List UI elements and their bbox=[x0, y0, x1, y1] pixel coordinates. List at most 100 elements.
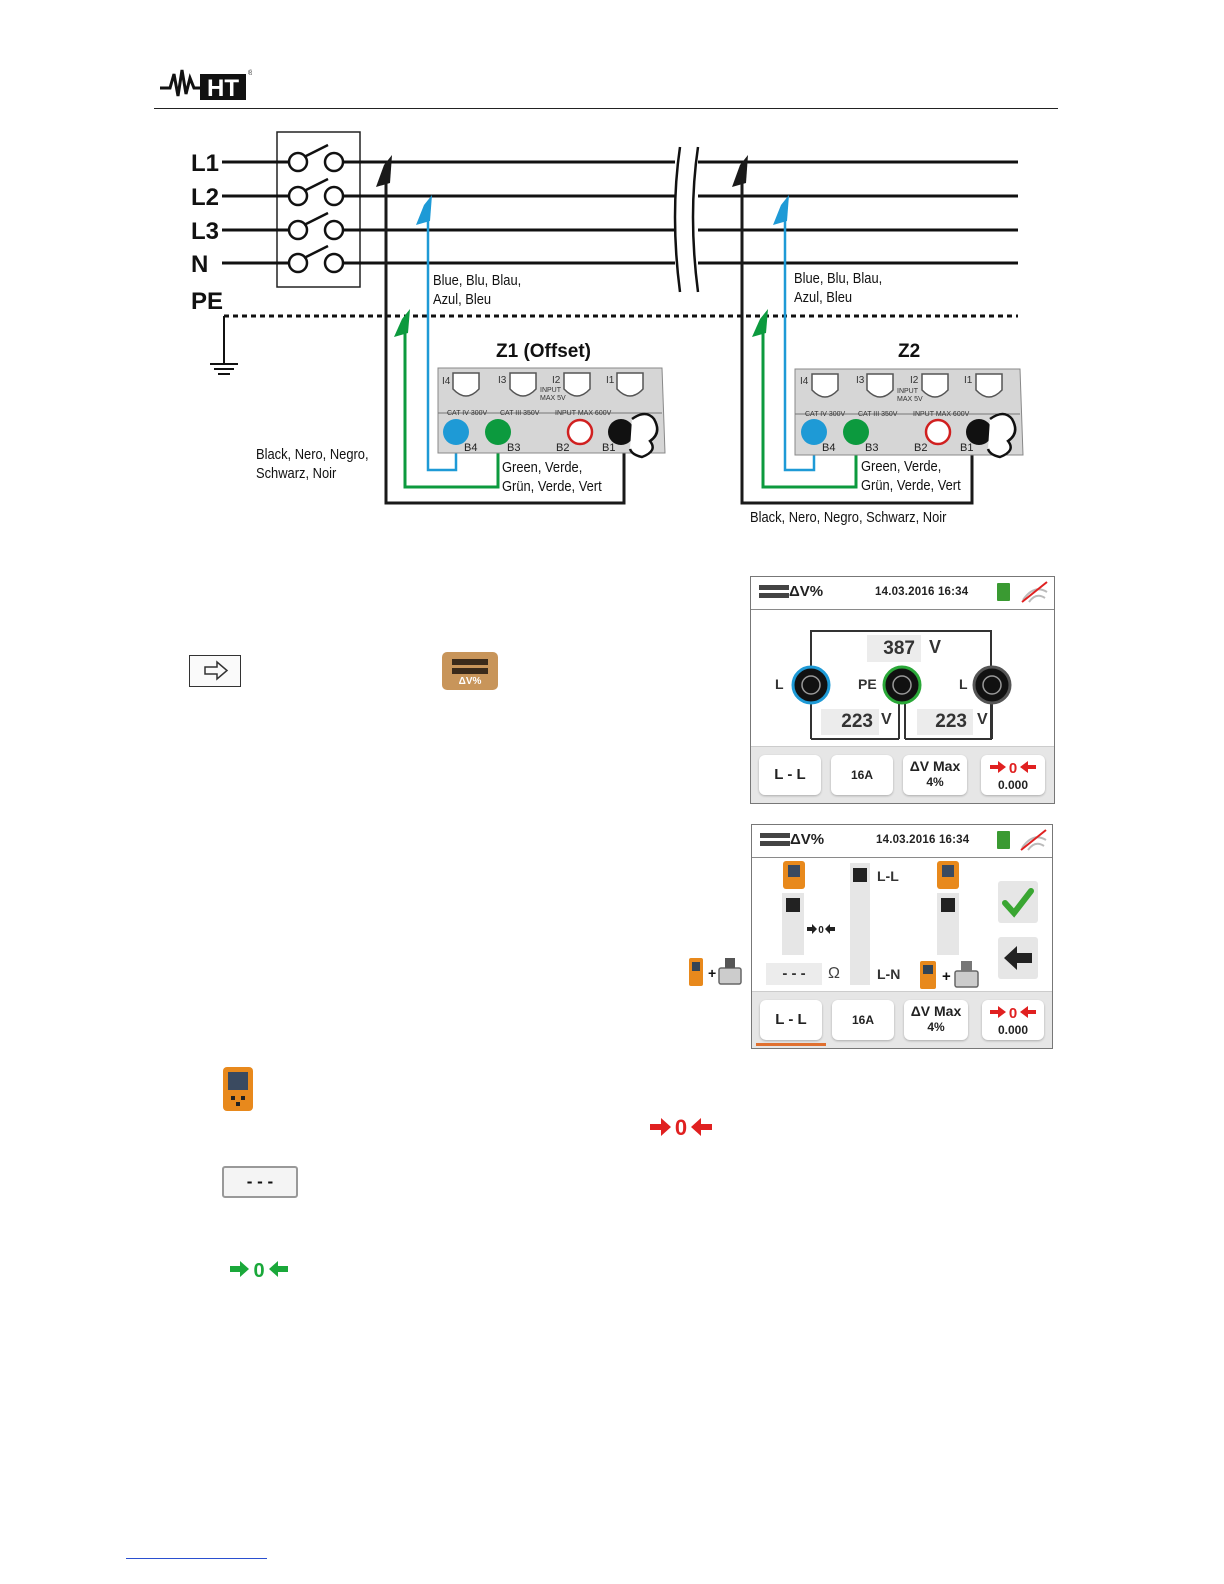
input-label: I1 bbox=[606, 375, 615, 386]
input-label: I3 bbox=[498, 375, 507, 386]
zero-offset-button[interactable]: 0 0.000 bbox=[982, 1000, 1044, 1040]
zero-offset-red-icon: 0 bbox=[990, 1005, 1036, 1022]
mode-button[interactable]: L - L bbox=[760, 1000, 822, 1040]
wifi-off-icon bbox=[1021, 581, 1048, 603]
input-label: I2 bbox=[910, 375, 919, 386]
ht-logo: HT ® bbox=[160, 69, 252, 102]
terminal-label-pe: PE bbox=[858, 676, 877, 692]
cat-label: CAT IV 300V bbox=[805, 411, 846, 418]
arrow-right-icon bbox=[204, 660, 229, 681]
meter-screen-2: ΔV% 14.03.2016 16:34 0 L-L L-N + - - - bbox=[751, 824, 1053, 1049]
wifi-off-icon bbox=[1020, 829, 1047, 851]
svg-text:0: 0 bbox=[1009, 760, 1017, 775]
svg-text:®: ® bbox=[248, 69, 252, 77]
zero-offset-red-icon: 0 bbox=[990, 760, 1036, 777]
svg-text:0: 0 bbox=[818, 925, 824, 935]
screen-datetime: 14.03.2016 16:34 bbox=[876, 834, 970, 846]
terminal-label: B1 bbox=[960, 442, 974, 454]
terminal-label: B4 bbox=[822, 442, 836, 454]
zero-offset-button[interactable]: 0 0.000 bbox=[981, 755, 1045, 795]
meter-icon bbox=[937, 861, 959, 889]
green-wire-label-z1: Green, Verde,Grün, Verde, Vert bbox=[502, 459, 602, 495]
ln-right-voltage-value: 223 bbox=[917, 709, 973, 735]
checkmark-icon bbox=[1002, 888, 1034, 918]
terminal-label: B1 bbox=[602, 442, 616, 454]
zero-offset-small-icon: 0 bbox=[807, 924, 835, 935]
terminal-label: B4 bbox=[464, 442, 478, 454]
ohm-unit: Ω bbox=[828, 965, 840, 982]
mode-selected-indicator bbox=[756, 1043, 826, 1046]
offset-value: 0.000 bbox=[997, 778, 1029, 792]
screen-header: ΔV% 14.03.2016 16:34 bbox=[752, 825, 1052, 858]
center-marker bbox=[853, 868, 867, 882]
black-wire-label-z1: Black, Nero, Negro,Schwarz, Noir bbox=[256, 446, 369, 482]
blue-wire-label-z2: Blue, Blu, Blau,Azul, Bleu bbox=[794, 270, 883, 306]
terminal-label-l: L bbox=[775, 676, 784, 692]
current-button[interactable]: 16A bbox=[831, 755, 893, 795]
dv-icon-label: ΔV% bbox=[458, 676, 482, 687]
back-button[interactable] bbox=[998, 937, 1038, 979]
input-label: I4 bbox=[442, 376, 451, 387]
cat-label: CAT III 350V bbox=[858, 411, 898, 418]
line-label-l1: L1 bbox=[191, 150, 220, 177]
input-label: I3 bbox=[856, 375, 865, 386]
dv-icon bbox=[760, 833, 790, 838]
zone2-label: Z2 bbox=[898, 341, 921, 362]
screen-title: ΔV% bbox=[789, 583, 824, 600]
back-arrow-icon bbox=[1004, 946, 1032, 970]
svg-text:0: 0 bbox=[1009, 1005, 1017, 1020]
blue-wire-label-z1: Blue, Blu, Blau,Azul, Bleu bbox=[433, 272, 522, 308]
confirm-button[interactable] bbox=[998, 881, 1038, 923]
zone1-label: Z1 (Offset) bbox=[496, 341, 591, 362]
ln-left-voltage-value: 223 bbox=[821, 709, 879, 735]
ll-voltage-unit: V bbox=[929, 637, 942, 657]
meter-screen-1: ΔV% 14.03.2016 16:34 387 V L PE L 223 V … bbox=[750, 576, 1055, 804]
label-ln: L-N bbox=[877, 966, 901, 982]
ln-right-voltage-unit: V bbox=[977, 711, 988, 728]
offset-resistance-value: - - - bbox=[766, 963, 822, 985]
slider-marker bbox=[941, 898, 955, 912]
svg-text:0: 0 bbox=[253, 1260, 264, 1279]
terminal-label: B3 bbox=[507, 442, 521, 454]
line-label-l2: L2 bbox=[191, 184, 220, 211]
mode-button[interactable]: L - L bbox=[759, 755, 821, 795]
cat-label: INPUT MAX 600V bbox=[555, 410, 612, 417]
svg-text:+: + bbox=[708, 965, 716, 981]
offset-value: 0.000 bbox=[997, 1023, 1029, 1037]
svg-text:0: 0 bbox=[675, 1116, 687, 1138]
ll-voltage-value: 387 bbox=[867, 635, 921, 662]
breaker-box bbox=[276, 131, 361, 288]
no-value-dashes-box: - - - bbox=[222, 1166, 298, 1198]
battery-icon bbox=[997, 583, 1010, 601]
meter-plus-adapter-icon: + bbox=[920, 961, 979, 989]
input-label: I1 bbox=[964, 375, 973, 386]
green-wire-label-z2: Green, Verde,Grün, Verde, Vert bbox=[861, 458, 961, 494]
cat-label: CAT IV 300V bbox=[447, 410, 488, 417]
dv-percent-icon-button[interactable]: ΔV% bbox=[442, 652, 498, 690]
wiring-diagram bbox=[210, 131, 1024, 505]
input-label: I2 bbox=[552, 375, 561, 386]
ln-left-voltage-unit: V bbox=[881, 711, 892, 728]
terminal-diagram bbox=[791, 665, 1012, 740]
meter-icon bbox=[783, 861, 805, 889]
line-label-l3: L3 bbox=[191, 218, 220, 245]
black-wire-label-z2: Black, Nero, Negro, Schwarz, Noir bbox=[750, 509, 947, 526]
enter-key[interactable] bbox=[189, 655, 241, 687]
screen-datetime: 14.03.2016 16:34 bbox=[875, 586, 969, 598]
battery-icon bbox=[997, 831, 1010, 849]
terminal-label: B3 bbox=[865, 442, 879, 454]
terminal-label: B2 bbox=[556, 442, 570, 454]
line-label-pe: PE bbox=[191, 288, 224, 315]
current-button[interactable]: 16A bbox=[832, 1000, 894, 1040]
terminal-label-l-right: L bbox=[959, 676, 968, 692]
header-rule bbox=[154, 108, 1058, 109]
footer-link-underline[interactable] bbox=[126, 1558, 267, 1559]
label-ll: L-L bbox=[877, 868, 899, 884]
line-label-n: N bbox=[191, 251, 209, 278]
logo-text: HT bbox=[207, 75, 239, 102]
